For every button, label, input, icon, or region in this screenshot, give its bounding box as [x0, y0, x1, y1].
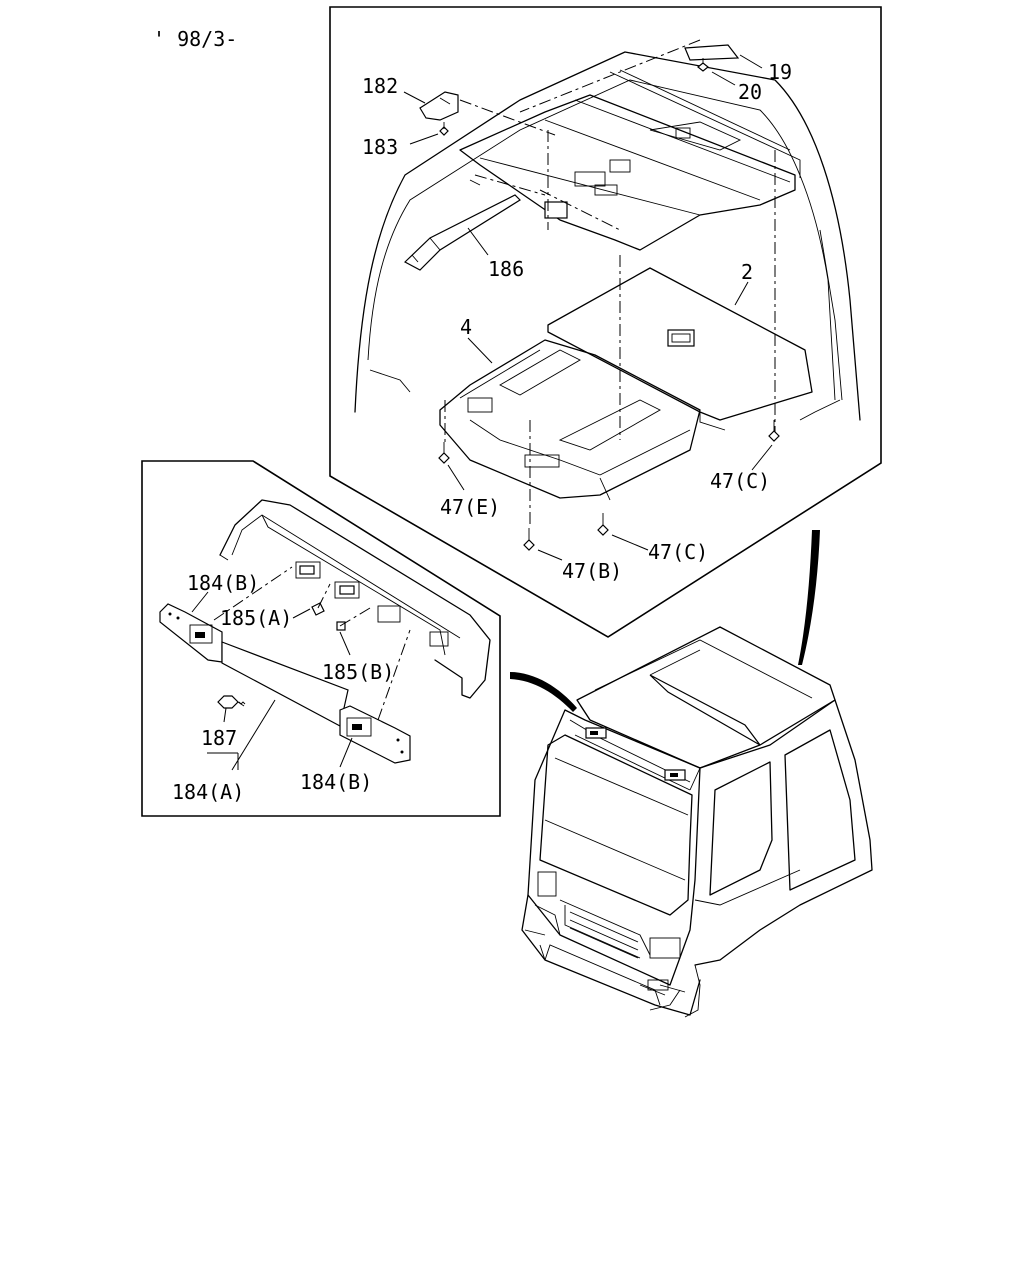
label-186: 186: [488, 257, 524, 281]
label-47c-right: 47(C): [710, 469, 770, 493]
console-detail-panel: [141, 460, 501, 817]
connector-roof: [798, 530, 820, 665]
cab-overview: [521, 626, 873, 1018]
label-182: 182: [362, 74, 398, 98]
label-183: 183: [362, 135, 398, 159]
screw-187: [217, 695, 246, 709]
label-19: 19: [768, 60, 792, 84]
label-184a: 184(A): [172, 780, 244, 804]
label-185b: 185(B): [322, 660, 394, 684]
label-185a: 185(A): [220, 606, 292, 630]
label-47e: 47(E): [440, 495, 500, 519]
connector-console: [510, 672, 577, 712]
label-184b-bottom: 184(B): [300, 770, 372, 794]
label-20: 20: [738, 80, 762, 104]
label-47b: 47(B): [562, 559, 622, 583]
screw-47c-bottom: [597, 513, 609, 536]
screw-47e: [438, 442, 450, 464]
label-187: 187: [201, 726, 237, 750]
screw-47b: [523, 528, 535, 551]
screw-47c-right: [768, 420, 780, 442]
roof-exploded-panel: [329, 6, 882, 638]
label-4: 4: [460, 315, 472, 339]
label-47c-bottom: 47(C): [648, 540, 708, 564]
label-184b-top: 184(B): [187, 571, 259, 595]
revision-label: ' 98/3-: [153, 27, 237, 51]
label-2: 2: [741, 260, 753, 284]
